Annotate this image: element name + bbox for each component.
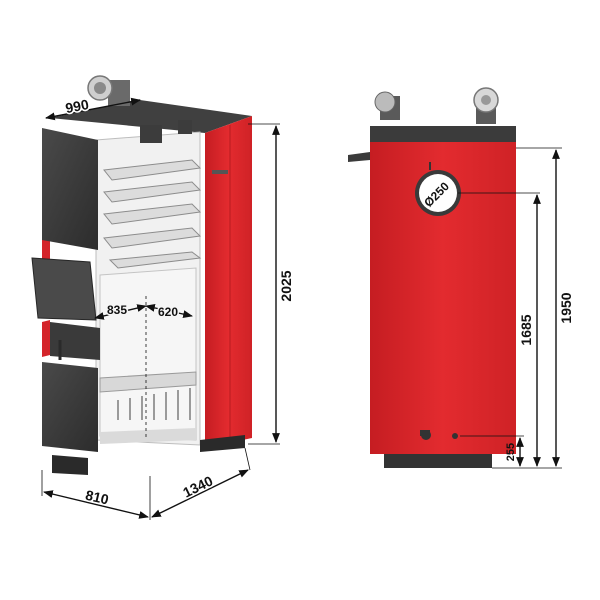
label-depth-top: 990: [64, 96, 90, 116]
exchanger-shelves: [103, 159, 202, 269]
label-height-outlet: 255: [505, 443, 517, 461]
label-height-flue: 1685: [518, 314, 534, 345]
flue-opening: [415, 170, 461, 216]
lower-chamber: [99, 267, 197, 441]
dim-line-chamber-depth: [94, 304, 147, 320]
label-depth-bottom: 1340: [180, 472, 215, 500]
left-red-side: [205, 116, 252, 448]
flue-stub-2: [178, 120, 192, 134]
outlet-pipe-2: [452, 433, 458, 439]
right-right-fan-icon: [473, 87, 499, 124]
right-top-lid: [370, 126, 516, 142]
front-door-open: [31, 257, 97, 321]
front-panel-mid: [50, 322, 100, 360]
left-top-fan-icon: [87, 75, 130, 106]
left-base: [52, 455, 88, 475]
right-base: [384, 454, 492, 468]
side-handle: [212, 170, 228, 174]
dim-line-chamber-width: [145, 304, 193, 318]
outlet-pipe-stub: [420, 430, 430, 436]
right-boiler: [348, 87, 516, 468]
left-base-right: [200, 435, 245, 452]
label-height-total: 2025: [278, 270, 294, 301]
side-shelf: [348, 152, 370, 162]
label-chamber-width: 620: [158, 305, 178, 319]
left-red-strip-low: [42, 320, 50, 357]
flue-stub: [140, 125, 162, 143]
label-chamber-depth: 835: [107, 303, 127, 317]
left-boiler: [31, 75, 252, 475]
dim-line-width-front: [43, 490, 149, 519]
dim-line-depth-bottom: [151, 469, 249, 518]
grate-top: [99, 371, 197, 393]
ash-floor: [100, 428, 196, 444]
front-door-lower: [42, 362, 98, 452]
right-left-fan-icon: [374, 91, 400, 120]
grate: [117, 388, 191, 420]
label-height-back: 1950: [558, 292, 574, 323]
dim-line-depth-top: [45, 97, 141, 121]
front-panel-top: [42, 128, 98, 250]
label-width-front: 810: [84, 487, 111, 508]
